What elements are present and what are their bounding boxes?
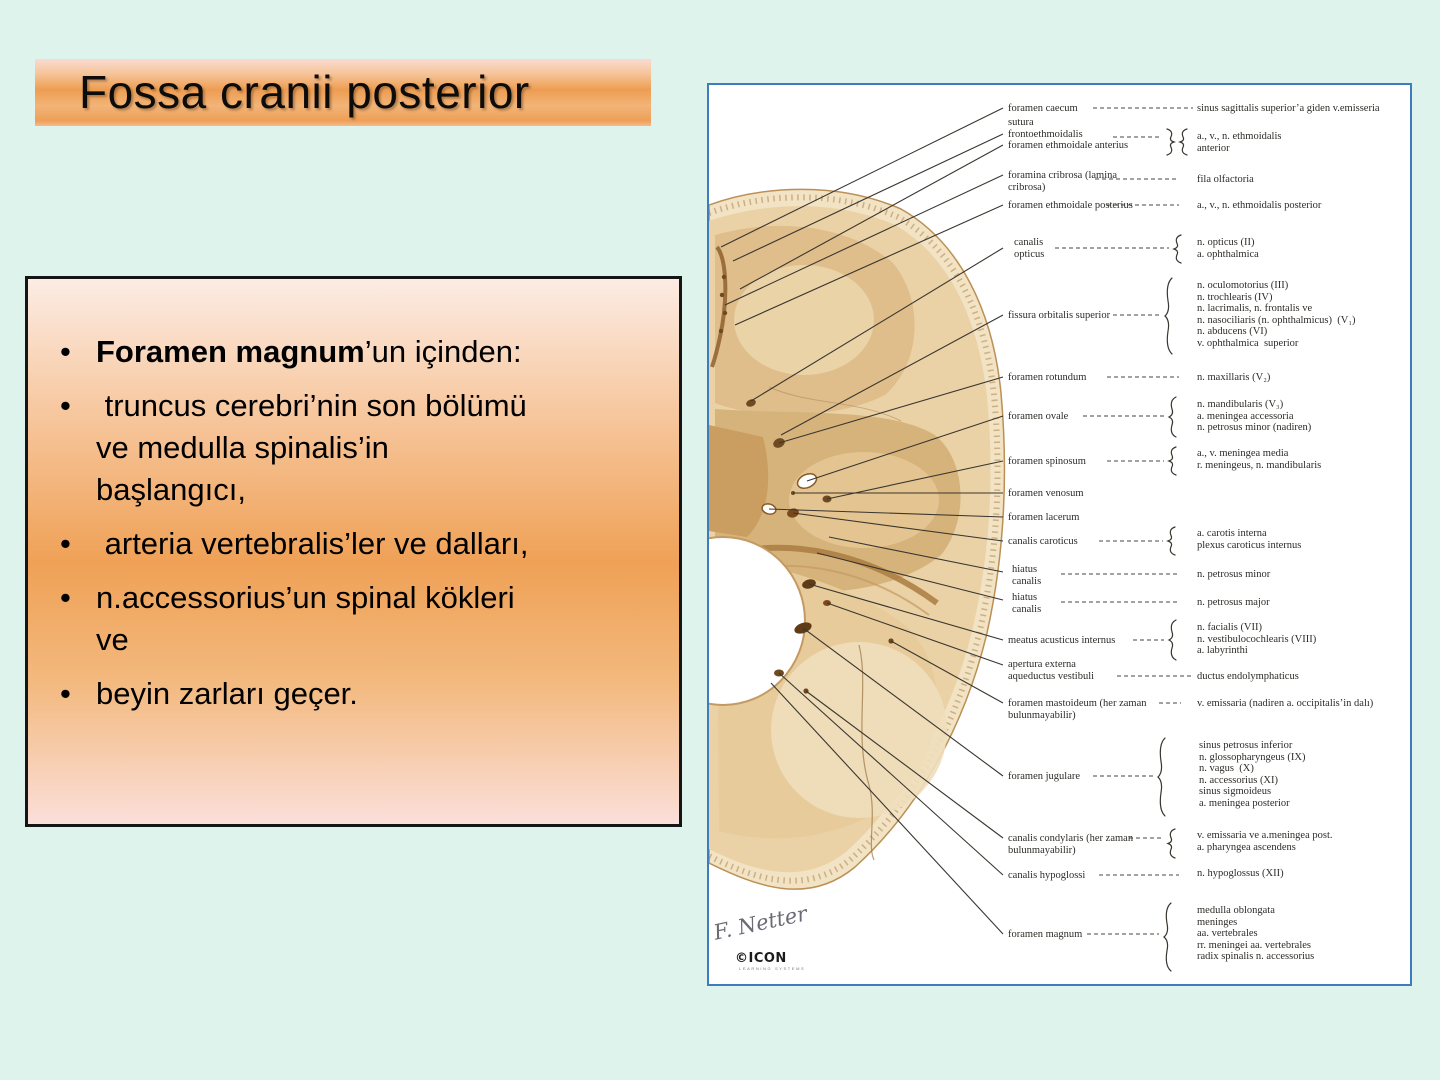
bullet-bold-text: Foramen magnum [96, 334, 365, 369]
diagram-label-fissura-orbitalis-superior: fissura orbitalis superior [1008, 310, 1111, 321]
diagram-label-foramen-ovale: foramen ovale [1008, 411, 1069, 422]
diagram-annotation-foramen-rotundum: n. maxillaris (V₂) [1197, 372, 1271, 383]
bullet-item-2: truncus cerebri’nin son bölümü ve medull… [28, 385, 653, 511]
diagram-label-foramen-rotundum: foramen rotundum [1008, 372, 1087, 383]
leader-line-foramen-jugulare [802, 627, 1004, 777]
page-title: Fossa cranii posterior [79, 66, 530, 118]
diagram-label-canalis-opticus: canalis opticus [1014, 237, 1045, 260]
diagram-label-hiatus-canalis-minor: hiatus canalis [1012, 564, 1042, 587]
diagram-label-canalis-caroticus: canalis caroticus [1008, 536, 1078, 547]
bullet-text: truncus cerebri’nin son bölümü ve medull… [96, 388, 527, 507]
diagram-label-foramina-cribrosa: foramina cribrosa (lamina cribrosa) [1008, 170, 1118, 193]
leader-line-canalis-opticus [750, 247, 1004, 402]
diagram-label-foramen-spinosum: foramen spinosum [1008, 456, 1086, 467]
brace-glyph [1167, 396, 1177, 438]
diagram-annotation-foramen-spinosum: a., v. meningea media r. meningeus, n. m… [1197, 448, 1322, 471]
bullet-list: Foramen magnum’un içinden: truncus cereb… [28, 279, 679, 715]
diagram-annotation-meatus-acusticus-internus: n. facialis (VII) n. vestibulocochlearis… [1197, 622, 1317, 656]
leader-line-sutura-frontoethmoidalis [732, 133, 1004, 262]
diagram-annotation-fissura-orbitalis-superior: n. oculomotorius (III) n. trochlearis (I… [1197, 280, 1356, 349]
bullet-text: arteria vertebralis’ler ve dalları, [96, 526, 529, 561]
leader-line-hiatus-canalis-major [816, 552, 1004, 601]
diagram-label-foramen-ethmoidale-posterius: foramen ethmoidale posterius [1008, 200, 1133, 211]
diagram-label-sutura-frontoethmoidalis: sutura frontoethmoidalis foramen ethmoid… [1008, 117, 1129, 151]
diagram-label-hiatus-canalis-major: hiatus canalis [1012, 592, 1042, 615]
leader-line-foramen-mastoideum [890, 640, 1004, 704]
diagram-label-foramen-venosum: foramen venosum [1008, 488, 1084, 499]
bullet-item-1: Foramen magnum’un içinden: [28, 331, 653, 373]
bullet-item-4: n.accessorius’un spinal kökleri ve [28, 577, 653, 661]
bullet-item-5: beyin zarları geçer. [28, 673, 653, 715]
diagram-label-meatus-acusticus-internus: meatus acusticus internus [1008, 635, 1116, 646]
leader-line-sutura-frontoethmoidalis [739, 144, 1004, 290]
diagram-annotation-canalis-opticus: n. opticus (II) a. ophthalmica [1197, 237, 1259, 260]
diagram-annotation-sutura-frontoethmoidalis: a., v., n. ethmoidalis anterior [1197, 131, 1282, 154]
leader-line-meatus-acusticus-internus [808, 583, 1004, 641]
diagram-annotation-foramen-mastoideum: v. emissaria (nadiren a. occipitalis’in … [1197, 698, 1374, 709]
leader-line-hiatus-canalis-minor [828, 536, 1004, 573]
leader-line-foramen-lacerum [768, 508, 1004, 518]
diagram-annotation-foramen-magnum: medulla oblongata meninges aa. vertebral… [1197, 905, 1315, 962]
leader-line-foramina-cribrosa [724, 174, 1004, 306]
brace-glyph [1177, 128, 1188, 156]
diagram-annotation-canalis-caroticus: a. carotis interna plexus caroticus inte… [1197, 528, 1302, 551]
bullet-item-3: arteria vertebralis’ler ve dalları, [28, 523, 653, 565]
bullet-text: beyin zarları geçer. [96, 676, 358, 711]
diagram-panel: foramen caecum sinus sagittalis superior’… [707, 83, 1412, 986]
skull-art [709, 188, 1006, 890]
content-box: Foramen magnum’un içinden: truncus cereb… [25, 276, 682, 827]
leader-line-fissura-orbitalis-superior [780, 314, 1004, 436]
brace-glyph [1172, 234, 1182, 264]
skull-base-illustration [709, 107, 1193, 972]
leader-line-canalis-hypoglossi [778, 672, 1004, 876]
diagram-annotation-hiatus-canalis-major: n. petrosus major [1197, 597, 1270, 608]
diagram-label-foramen-jugulare: foramen jugulare [1008, 771, 1081, 782]
diagram-label-apertura-externa-aqueductus-vestibuli: apertura externa aqueductus vestibuli [1008, 659, 1095, 682]
diagram-label-foramen-lacerum: foramen lacerum [1008, 512, 1080, 523]
leader-line-canalis-caroticus [792, 512, 1004, 542]
leader-line-foramen-ovale [806, 415, 1004, 482]
leader-line-foramen-ethmoidale-posterius [734, 204, 1004, 326]
brace-glyph [1166, 526, 1176, 556]
brace-glyph [1163, 902, 1172, 972]
diagram-annotation-hiatus-canalis-minor: n. petrosus minor [1197, 569, 1271, 580]
leader-line-foramen-magnum [770, 682, 1004, 935]
diagram-label-canalis-condylaris: canalis condylaris (her zaman bulunmayab… [1008, 833, 1134, 856]
diagram-annotation-apertura-externa-aqueductus-vestibuli: ductus endolymphaticus [1197, 671, 1299, 682]
diagram-label-foramen-caecum: foramen caecum [1008, 103, 1078, 114]
diagram-label-canalis-hypoglossi: canalis hypoglossi [1008, 870, 1086, 881]
bullet-text: ’un içinden: [364, 334, 522, 369]
diagram-label-foramen-mastoideum: foramen mastoideum (her zaman bulunmayab… [1008, 698, 1147, 721]
diagram-annotation-canalis-hypoglossi: n. hypoglossus (XII) [1197, 868, 1284, 879]
diagram-label-foramen-magnum: foramen magnum [1008, 929, 1083, 940]
brace-glyph [1164, 277, 1173, 355]
title-banner: Fossa cranii posterior [35, 59, 651, 126]
brace-glyph [1167, 446, 1177, 476]
diagram-annotation-foramen-jugulare: sinus petrosus inferior n. glossopharyng… [1199, 740, 1306, 809]
diagram-annotation-foramen-ovale: n. mandibularis (V₃) a. meningea accesso… [1197, 399, 1312, 433]
leader-line-foramen-rotundum [778, 376, 1004, 444]
icon-publisher-logo: ©ICON [735, 951, 787, 966]
bullet-text: n.accessorius’un spinal kökleri ve [96, 580, 515, 657]
brace-glyph [1166, 128, 1177, 156]
leader-line-apertura-externa-aqueductus-vestibuli [826, 602, 1004, 666]
diagram-annotation-foramen-ethmoidale-posterius: a., v., n. ethmoidalis posterior [1197, 200, 1322, 211]
diagram-annotation-canalis-condylaris: v. emissaria ve a.meningea post. a. phar… [1197, 830, 1333, 853]
brace-glyph [1166, 828, 1176, 859]
icon-publisher-logo-subtext: LEARNING SYSTEMS [739, 966, 806, 971]
diagram-annotation-foramina-cribrosa: fila olfactoria [1197, 174, 1254, 185]
leader-line-foramen-caecum [720, 107, 1004, 248]
leader-lines [720, 107, 1193, 972]
brace-glyph [1157, 737, 1166, 817]
diagram-annotation-foramen-caecum: sinus sagittalis superior’a giden v.emis… [1197, 103, 1380, 114]
leader-line-canalis-condylaris [805, 690, 1004, 839]
brace-glyph [1167, 619, 1177, 661]
